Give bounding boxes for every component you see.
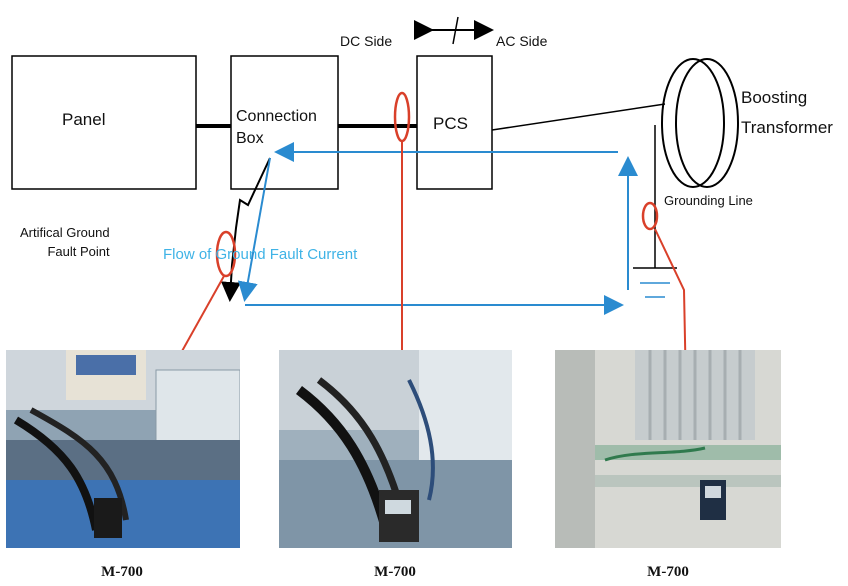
flow-label: Flow of Ground Fault Current xyxy=(163,246,358,263)
photo-caption-3: M-700 xyxy=(647,564,689,580)
sensor-dc xyxy=(393,91,411,143)
dc-ac-divider xyxy=(452,16,459,45)
boosting-transformer-label: Boosting Transformer xyxy=(741,88,833,137)
ac-link xyxy=(491,103,666,131)
grounding-line-label: Grounding Line xyxy=(664,193,753,208)
flow-left xyxy=(237,157,271,302)
dc-side-label: DC Side xyxy=(340,33,393,49)
sensor-fault xyxy=(215,230,237,278)
transformer-ground-photo xyxy=(555,350,781,548)
panel-box xyxy=(11,55,197,190)
ac-side-label: AC Side xyxy=(496,33,548,49)
pcs-cable-photo xyxy=(279,350,512,548)
pcs-label: PCS xyxy=(433,114,468,133)
pcs-box xyxy=(416,55,493,190)
connection-box xyxy=(230,55,339,190)
cabinet-interior-photo xyxy=(6,350,240,548)
panel-label: Panel xyxy=(62,110,106,129)
photo-caption-2: M-700 xyxy=(374,564,416,580)
connection-box-label: Connection Box xyxy=(236,108,317,148)
photo-caption-1: M-700 xyxy=(101,564,143,580)
transformer-coil-right xyxy=(675,58,739,188)
sensor-ground xyxy=(641,201,659,231)
transformer-coil-left xyxy=(661,58,725,188)
artificial-ground-fault-label: Artifical Ground Fault Point xyxy=(20,225,110,259)
